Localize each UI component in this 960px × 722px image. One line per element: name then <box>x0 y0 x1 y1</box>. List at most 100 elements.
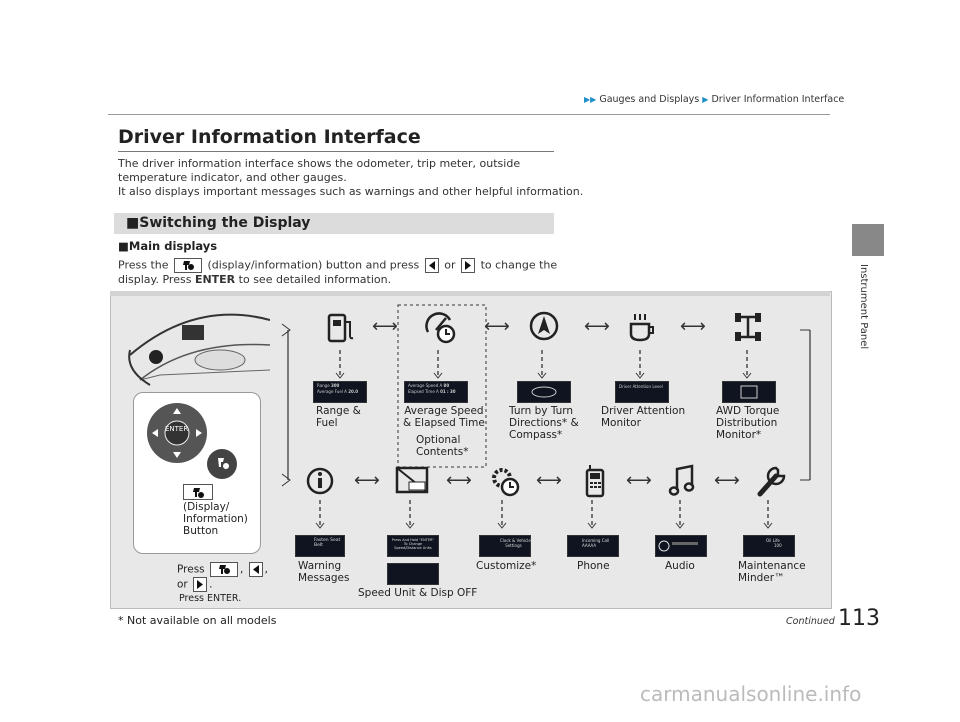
section-title-text: Switching the Display <box>139 215 311 231</box>
left-arrow-key-icon <box>248 562 263 577</box>
dam-screen: Driver Attention Level <box>615 381 669 403</box>
label-maintenance: Maintenance Minder™ <box>738 560 806 584</box>
breadcrumb-arrow-icon: ▶▶ <box>584 95 597 104</box>
switch-arrow-icon: ⟷ <box>484 316 510 337</box>
speed-unit-icon <box>395 466 429 494</box>
intro-line-1: The driver information interface shows t… <box>118 157 521 170</box>
warning-screen: Fasten Seat Belt <box>295 535 345 557</box>
speed-unit-screen: Press And Hold "ENTER" To Change Speed/D… <box>387 535 439 557</box>
screen-avg-fuel-label: Average Fuel A <box>317 389 347 394</box>
compass-screen-graphic <box>531 386 557 398</box>
legend-text: or <box>177 578 188 591</box>
screen-oil-label: Oil Life <box>766 538 780 543</box>
instruction-text: to see detailed information. <box>238 273 392 286</box>
screen-oil-value: 100 <box>774 543 782 548</box>
switch-arrow-icon: ⟷ <box>584 316 610 337</box>
screen-range-value: 300 <box>330 383 340 388</box>
label-audio: Audio <box>665 560 695 572</box>
range-fuel-screen: Range 300 Average Fuel A 20.0 <box>313 381 367 403</box>
instruction-text: display. Press <box>118 273 192 286</box>
switch-arrow-icon: ⟷ <box>372 316 398 337</box>
label-customize: Customize* <box>476 560 537 572</box>
customize-gear-icon <box>492 468 520 497</box>
screen-dam-label: Driver Attention Level <box>619 384 663 389</box>
screen-avg-fuel-value: 20.0 <box>348 389 359 394</box>
instruction-line-1: Press the (display/information) button a… <box>118 258 557 273</box>
label-optional-contents: Optional Contents* <box>416 434 469 458</box>
label-phone: Phone <box>577 560 610 572</box>
warning-info-icon <box>306 467 334 495</box>
compass-screen <box>517 381 571 403</box>
wrench-icon <box>757 466 786 497</box>
continued-label: Continued <box>786 616 835 627</box>
legend-press-enter: Press ENTER. <box>179 593 242 604</box>
awd-icon <box>735 313 761 341</box>
instruction-text: Press the <box>118 258 169 272</box>
screen-avg-speed-label: Average Speed A <box>408 383 443 388</box>
section-bar <box>114 213 554 234</box>
screen-elapsed-value: 01 : 30 <box>440 389 456 394</box>
avg-speed-screen: Average Speed A 80 Elapsed Time A 01 : 3… <box>404 381 468 403</box>
switch-arrow-icon: ⟷ <box>680 316 706 337</box>
sub-heading: ■Main displays <box>118 239 218 253</box>
flow-connectors <box>281 304 811 529</box>
switch-arrow-icon: ⟷ <box>536 470 562 491</box>
enter-key-label: ENTER <box>165 425 189 433</box>
right-arrow-key-icon <box>193 577 208 592</box>
legend-or: or . <box>177 577 213 592</box>
label-speed-unit: Speed Unit & Disp OFF <box>358 587 478 599</box>
screen-phone-label: Incoming Call <box>582 538 610 543</box>
intro-line-3: It also displays important messages such… <box>118 185 584 198</box>
music-note-icon <box>668 464 695 496</box>
enter-keyword: ENTER <box>194 273 236 286</box>
section-title: ■Switching the Display <box>126 215 311 231</box>
info-button-icon <box>209 562 238 577</box>
label-average-speed: Average Speed & Elapsed Time <box>403 405 485 429</box>
watermark: carmanualsonline.info <box>640 682 862 706</box>
footer-note: * Not available on all models <box>118 614 277 627</box>
coffee-cup-icon <box>629 314 654 342</box>
instruction-text: or <box>444 258 456 272</box>
phone-screen: Incoming Call AAAAA <box>567 535 619 557</box>
switch-arrow-icon: ⟷ <box>714 470 740 491</box>
breadcrumb-part1[interactable]: Gauges and Displays <box>599 94 700 105</box>
left-arrow-key-icon <box>424 258 439 273</box>
info-button-icon <box>174 258 202 273</box>
speed-clock-icon <box>425 312 456 344</box>
customize-screen: Clock & Vehicle Settings <box>479 535 531 557</box>
info-button-icon <box>183 484 213 500</box>
label-turn-by-turn: Turn by Turn Directions* & Compass* <box>509 405 579 441</box>
screen-phone-name: AAAAA <box>582 543 597 548</box>
breadcrumb-arrow-icon: ▶ <box>702 95 709 104</box>
maintenance-screen: Oil Life 100 <box>743 535 795 557</box>
chapter-label: Instrument Panel <box>858 264 869 350</box>
phone-icon <box>585 465 605 498</box>
screen-elapsed-label: Elapsed Time A <box>408 389 439 394</box>
audio-screen <box>655 535 707 557</box>
label-driver-attention: Driver Attention Monitor <box>601 405 686 429</box>
breadcrumb: ▶▶ Gauges and Displays ▶ Driver Informat… <box>584 94 844 105</box>
switch-arrow-icon: ⟷ <box>446 470 472 491</box>
instruction-text: (display/information) button and press <box>207 258 420 272</box>
page-number: 113 <box>838 606 880 631</box>
legend-text: Press <box>177 563 205 576</box>
diagram-stripe <box>110 291 830 296</box>
control-pad-illustration <box>147 403 237 479</box>
awd-screen <box>722 381 776 403</box>
label-range-fuel: Range & Fuel <box>316 405 361 429</box>
intro-line-2: temperature indicator, and other gauges. <box>118 171 347 184</box>
label-warning-messages: Warning Messages <box>298 560 350 584</box>
compass-icon <box>529 311 559 341</box>
button-label: (Display/ Information) Button <box>183 501 248 537</box>
switch-arrow-icon: ⟷ <box>354 470 380 491</box>
breadcrumb-part2[interactable]: Driver Information Interface <box>711 94 845 105</box>
header-rule <box>108 114 830 115</box>
audio-screen-graphic <box>658 540 698 552</box>
title-rule <box>118 151 554 152</box>
switch-arrow-icon: ⟷ <box>626 470 652 491</box>
screen-customize-text: Clock & Vehicle Settings <box>500 538 531 548</box>
screen-speed-unit-text: Press And Hold "ENTER" To Change Speed/D… <box>391 538 435 550</box>
steering-wheel-illustration <box>128 313 270 386</box>
fuel-gauge-icon <box>327 313 354 343</box>
disp-off-screen <box>387 563 439 585</box>
